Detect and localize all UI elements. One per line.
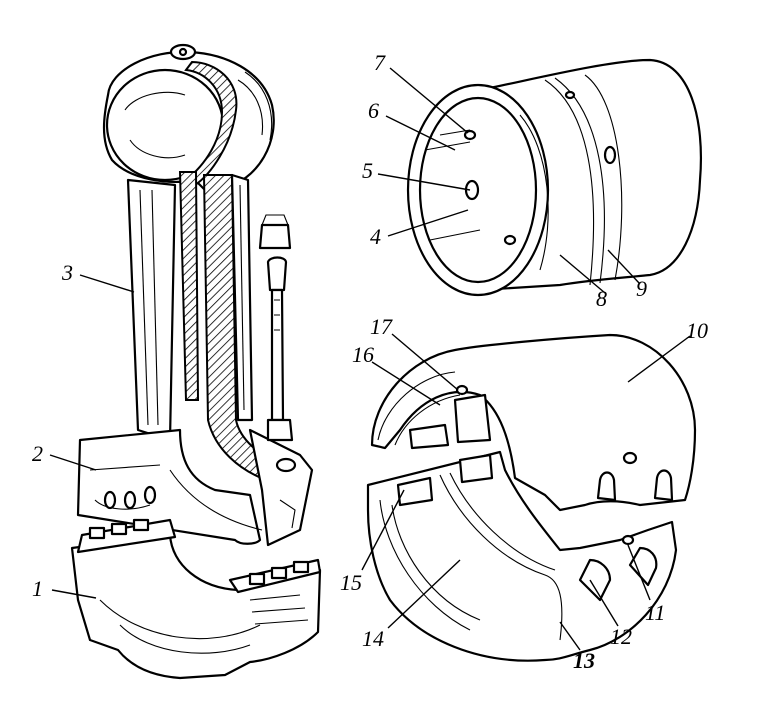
callout-6: 6	[368, 98, 379, 123]
callout-9: 9	[636, 276, 647, 301]
leader-16	[371, 361, 441, 406]
callout-17: 17	[370, 314, 393, 339]
leader-12	[589, 579, 619, 627]
callout-1: 1	[32, 576, 43, 601]
leader-3	[79, 274, 135, 293]
callout-labels: 1 2 3 4 5 6 7 8 9 10 11 12 13 14 15 16 1…	[32, 50, 708, 673]
callout-12: 12	[610, 624, 632, 649]
leader-5	[377, 173, 471, 191]
leader-14	[387, 559, 461, 629]
callout-10: 10	[686, 318, 708, 343]
cap-teeth	[88, 518, 310, 586]
leader-7	[389, 67, 469, 134]
callout-16: 16	[352, 342, 374, 367]
callout-13: 13	[573, 648, 595, 673]
callout-7: 7	[374, 50, 386, 75]
leader-17	[391, 333, 459, 391]
leader-13	[559, 621, 581, 651]
lower-bearing-shell	[366, 450, 678, 662]
callout-3: 3	[61, 260, 73, 285]
leader-11	[627, 544, 651, 601]
callout-4: 4	[370, 224, 381, 249]
bearing-cap	[70, 518, 322, 680]
leader-9	[607, 249, 641, 285]
callout-11: 11	[645, 600, 665, 625]
callout-15: 15	[340, 570, 362, 595]
callout-14: 14	[362, 626, 384, 651]
callout-8: 8	[596, 286, 607, 311]
leader-lines	[49, 67, 691, 651]
rod-bolt	[258, 214, 294, 442]
leader-2	[49, 454, 97, 471]
leader-10	[627, 335, 691, 383]
upper-bearing-shell	[370, 333, 697, 512]
leader-6	[385, 115, 456, 151]
callout-5: 5	[362, 158, 373, 183]
leader-1	[51, 589, 97, 599]
small-end-bushing	[406, 58, 702, 297]
leader-15	[361, 489, 405, 571]
callout-2: 2	[32, 441, 43, 466]
leader-4	[387, 209, 469, 237]
leader-8	[559, 254, 606, 294]
connecting-rod	[70, 43, 322, 680]
big-end-notches	[103, 485, 157, 510]
